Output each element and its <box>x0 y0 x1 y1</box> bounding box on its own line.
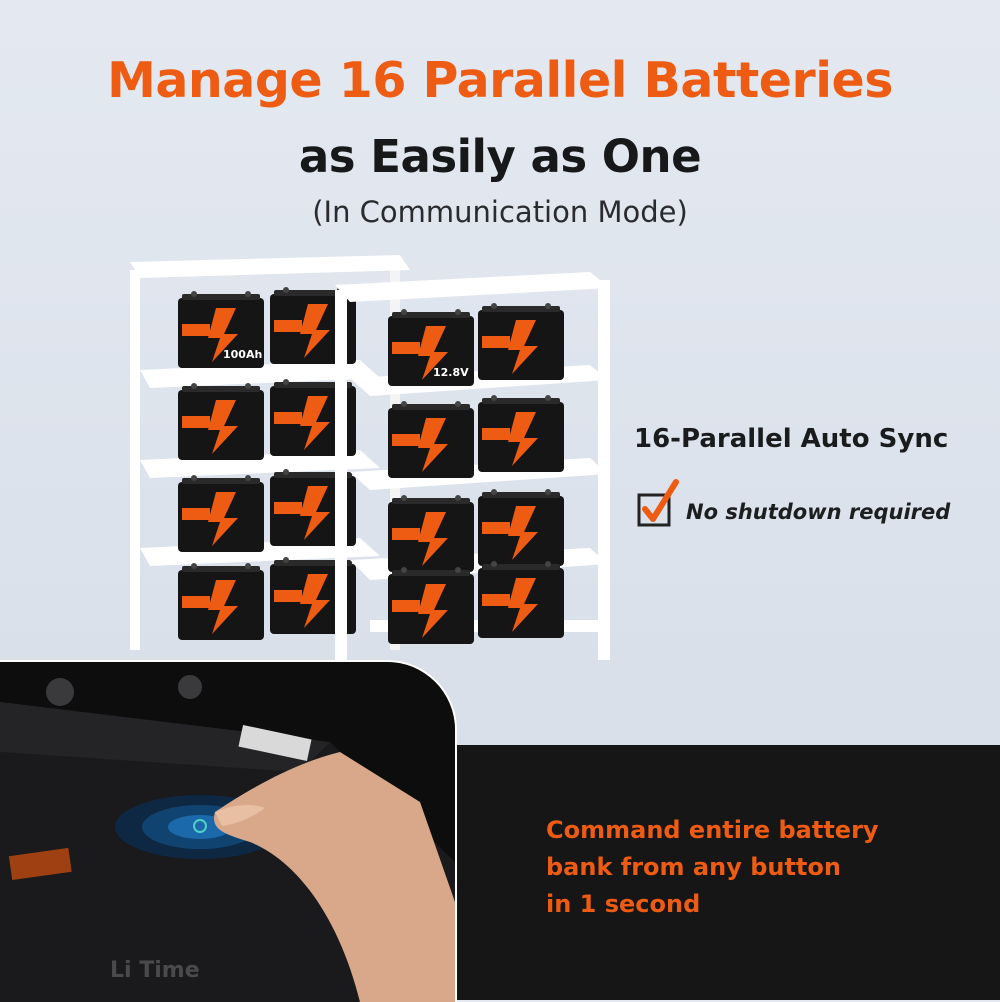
command-panel <box>430 745 1000 1000</box>
button-press-photo: Li Time <box>0 660 457 1002</box>
headline-line1: Manage 16 Parallel Batteries <box>107 52 893 109</box>
rack-left <box>130 255 410 650</box>
battery-closeup-illustration: Li Time <box>0 662 455 1002</box>
check-text: No shutdown required <box>686 500 951 524</box>
photo-brand-label: Li Time <box>110 958 200 983</box>
command-text: Command entire battery bank from any but… <box>546 812 966 923</box>
feature-title: 16-Parallel Auto Sync <box>634 424 949 454</box>
battery-voltage-label: 12.8V <box>433 366 469 379</box>
command-line2: bank from any button <box>546 853 841 881</box>
headline-line2: as Easily as One <box>298 130 702 183</box>
battery-capacity-label: 100Ah <box>223 348 262 361</box>
feature-check-row: No shutdown required <box>636 478 996 528</box>
rack-right <box>335 272 610 660</box>
command-line1: Command entire battery <box>546 816 879 844</box>
headline-subtitle: (In Communication Mode) <box>312 195 688 229</box>
checkbox-checked-icon <box>637 479 679 527</box>
command-line3: in 1 second <box>546 890 701 918</box>
battery-racks-illustration: 100Ah 12.8V <box>130 255 610 660</box>
